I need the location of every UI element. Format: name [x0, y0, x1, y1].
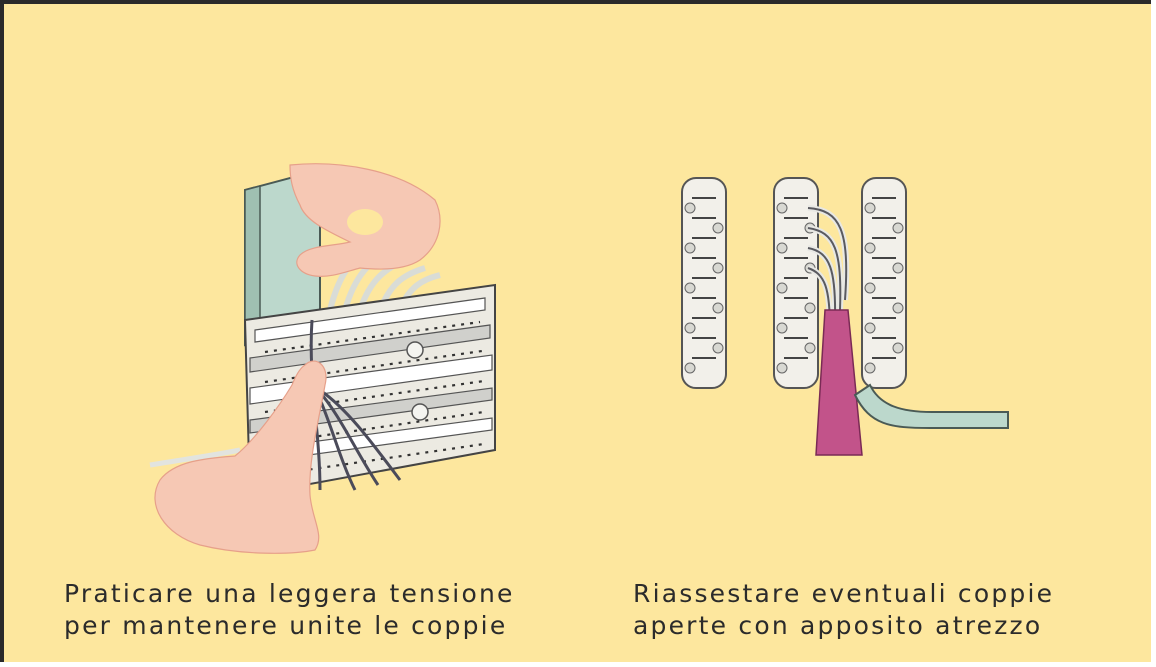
right-illustration — [670, 170, 1020, 470]
right-caption-line-2: aperte con apposito atrezzo — [633, 610, 1054, 642]
tool — [816, 310, 862, 455]
left-illustration — [140, 160, 500, 560]
right-caption-line-1: Riassestare eventuali coppie — [633, 578, 1054, 610]
frame-edge-bottom — [4, 662, 1156, 667]
connector-strips-with-tool-drawing — [670, 170, 1020, 470]
connector-strip-3 — [862, 178, 906, 388]
left-caption: Praticare una leggera tensione per mante… — [64, 578, 515, 642]
frame-edge-right — [1151, 4, 1156, 667]
left-caption-line-2: per mantenere unite le coppie — [64, 610, 515, 642]
lower-hand — [155, 361, 326, 553]
hands-on-terminal-block-drawing — [140, 160, 500, 560]
cable — [855, 385, 1008, 428]
left-caption-line-1: Praticare una leggera tensione — [64, 578, 515, 610]
right-caption: Riassestare eventuali coppie aperte con … — [633, 578, 1054, 642]
connector-strip-1 — [682, 178, 726, 388]
